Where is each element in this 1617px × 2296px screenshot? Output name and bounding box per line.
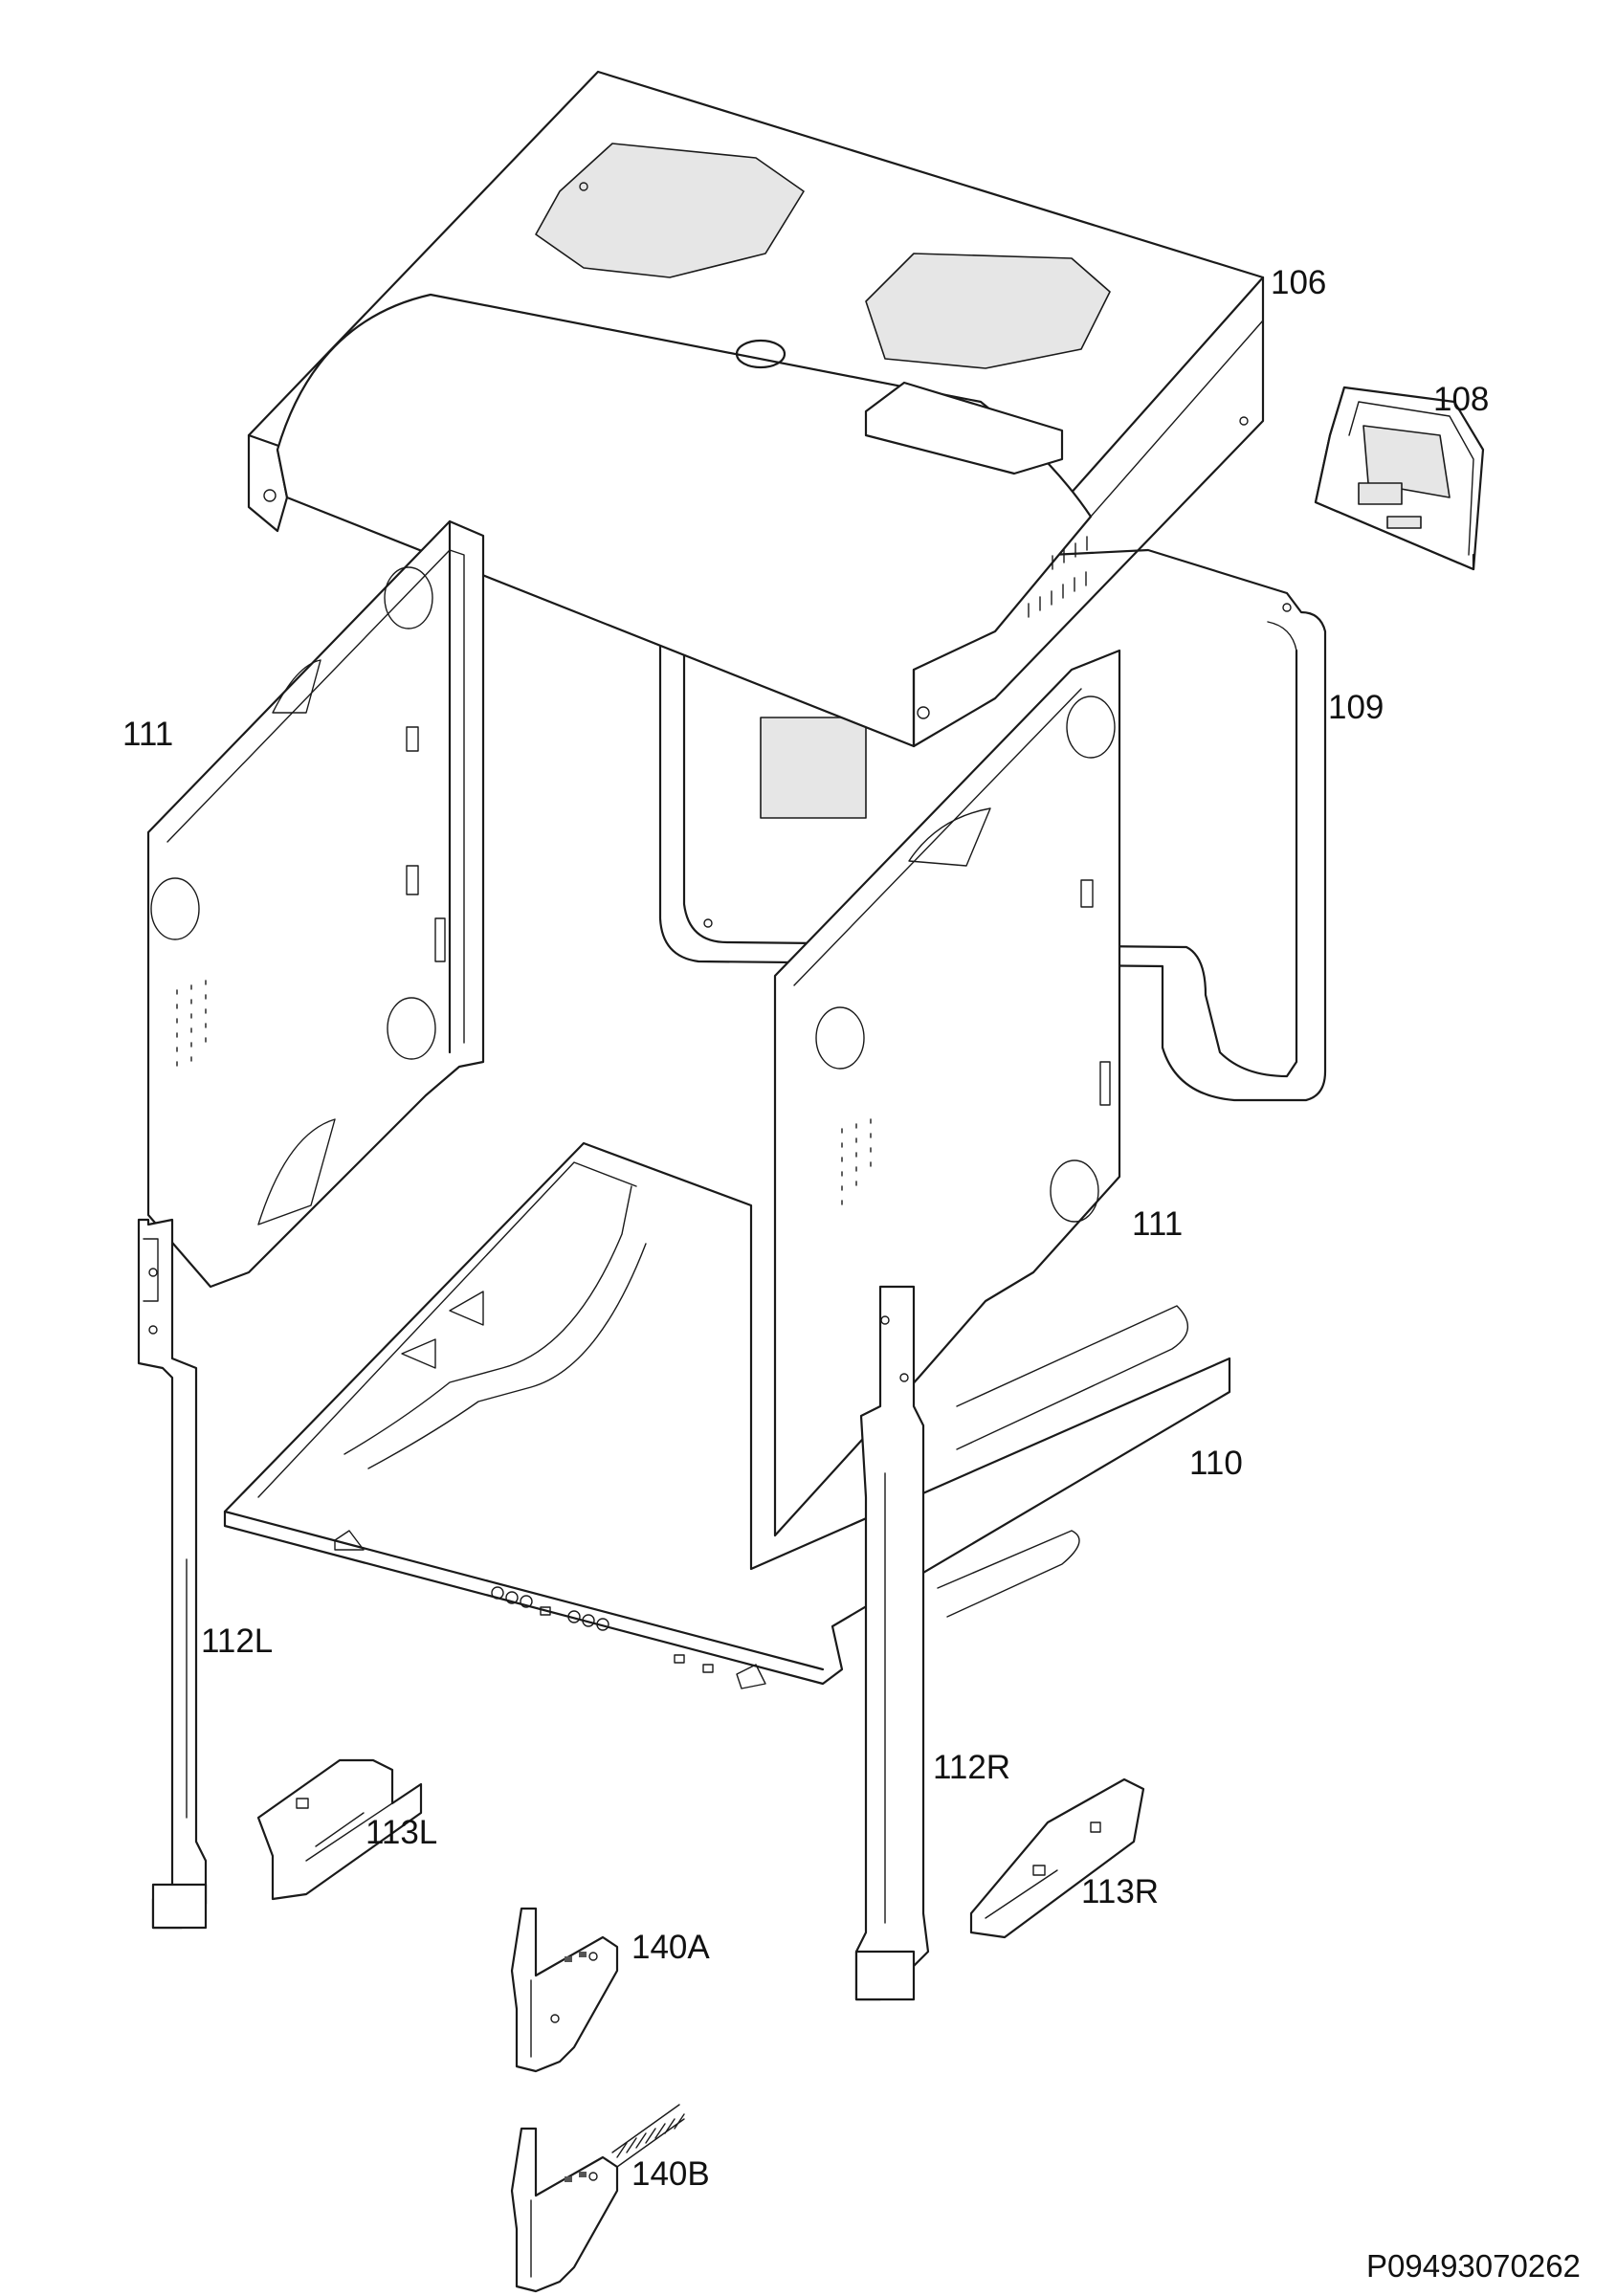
part-111-left-side-panel[interactable]	[146, 519, 485, 1289]
side-panel-perforations-left	[176, 980, 207, 1067]
callout-113R: 113R	[1081, 1873, 1160, 1910]
part-113L-left-bracket[interactable]	[256, 1758, 423, 1901]
callout-108: 108	[1433, 381, 1490, 418]
callout-113L: 113L	[365, 1814, 438, 1851]
side-panel-perforations-right	[841, 1118, 872, 1205]
part-140B-hinge[interactable]	[510, 2104, 685, 2293]
callout-140B: 140B	[631, 2155, 710, 2193]
callout-110: 110	[1189, 1445, 1243, 1482]
top-cover-opening-right	[865, 253, 1111, 369]
top-cover-opening-left	[535, 143, 805, 278]
part-108-control-panel[interactable]	[1314, 386, 1485, 571]
callout-109: 109	[1328, 689, 1384, 726]
part-109-back-panel[interactable]	[658, 548, 1327, 1102]
callout-106: 106	[1271, 264, 1327, 301]
part-111-right-side-panel[interactable]	[773, 649, 1121, 1537]
part-106-top-cover[interactable]	[247, 70, 1265, 748]
callout-112L: 112L	[201, 1623, 274, 1660]
top-cover-vents	[1028, 536, 1088, 618]
callout-111-left: 111	[122, 716, 174, 753]
hinge-spring-icon	[611, 2104, 685, 2168]
part-140A-hinge[interactable]	[510, 1907, 619, 2073]
part-110-base-frame[interactable]	[223, 1141, 1231, 1689]
part-112R-right-rail[interactable]	[854, 1285, 930, 2001]
callout-111-right: 111	[1132, 1205, 1184, 1243]
callout-140A: 140A	[631, 1929, 710, 1966]
drawing-code: P09493070262	[1366, 2248, 1581, 2284]
part-112L-left-rail[interactable]	[137, 1218, 208, 1930]
part-113R-right-bracket[interactable]	[969, 1777, 1145, 1939]
callout-112R: 112R	[933, 1749, 1011, 1786]
